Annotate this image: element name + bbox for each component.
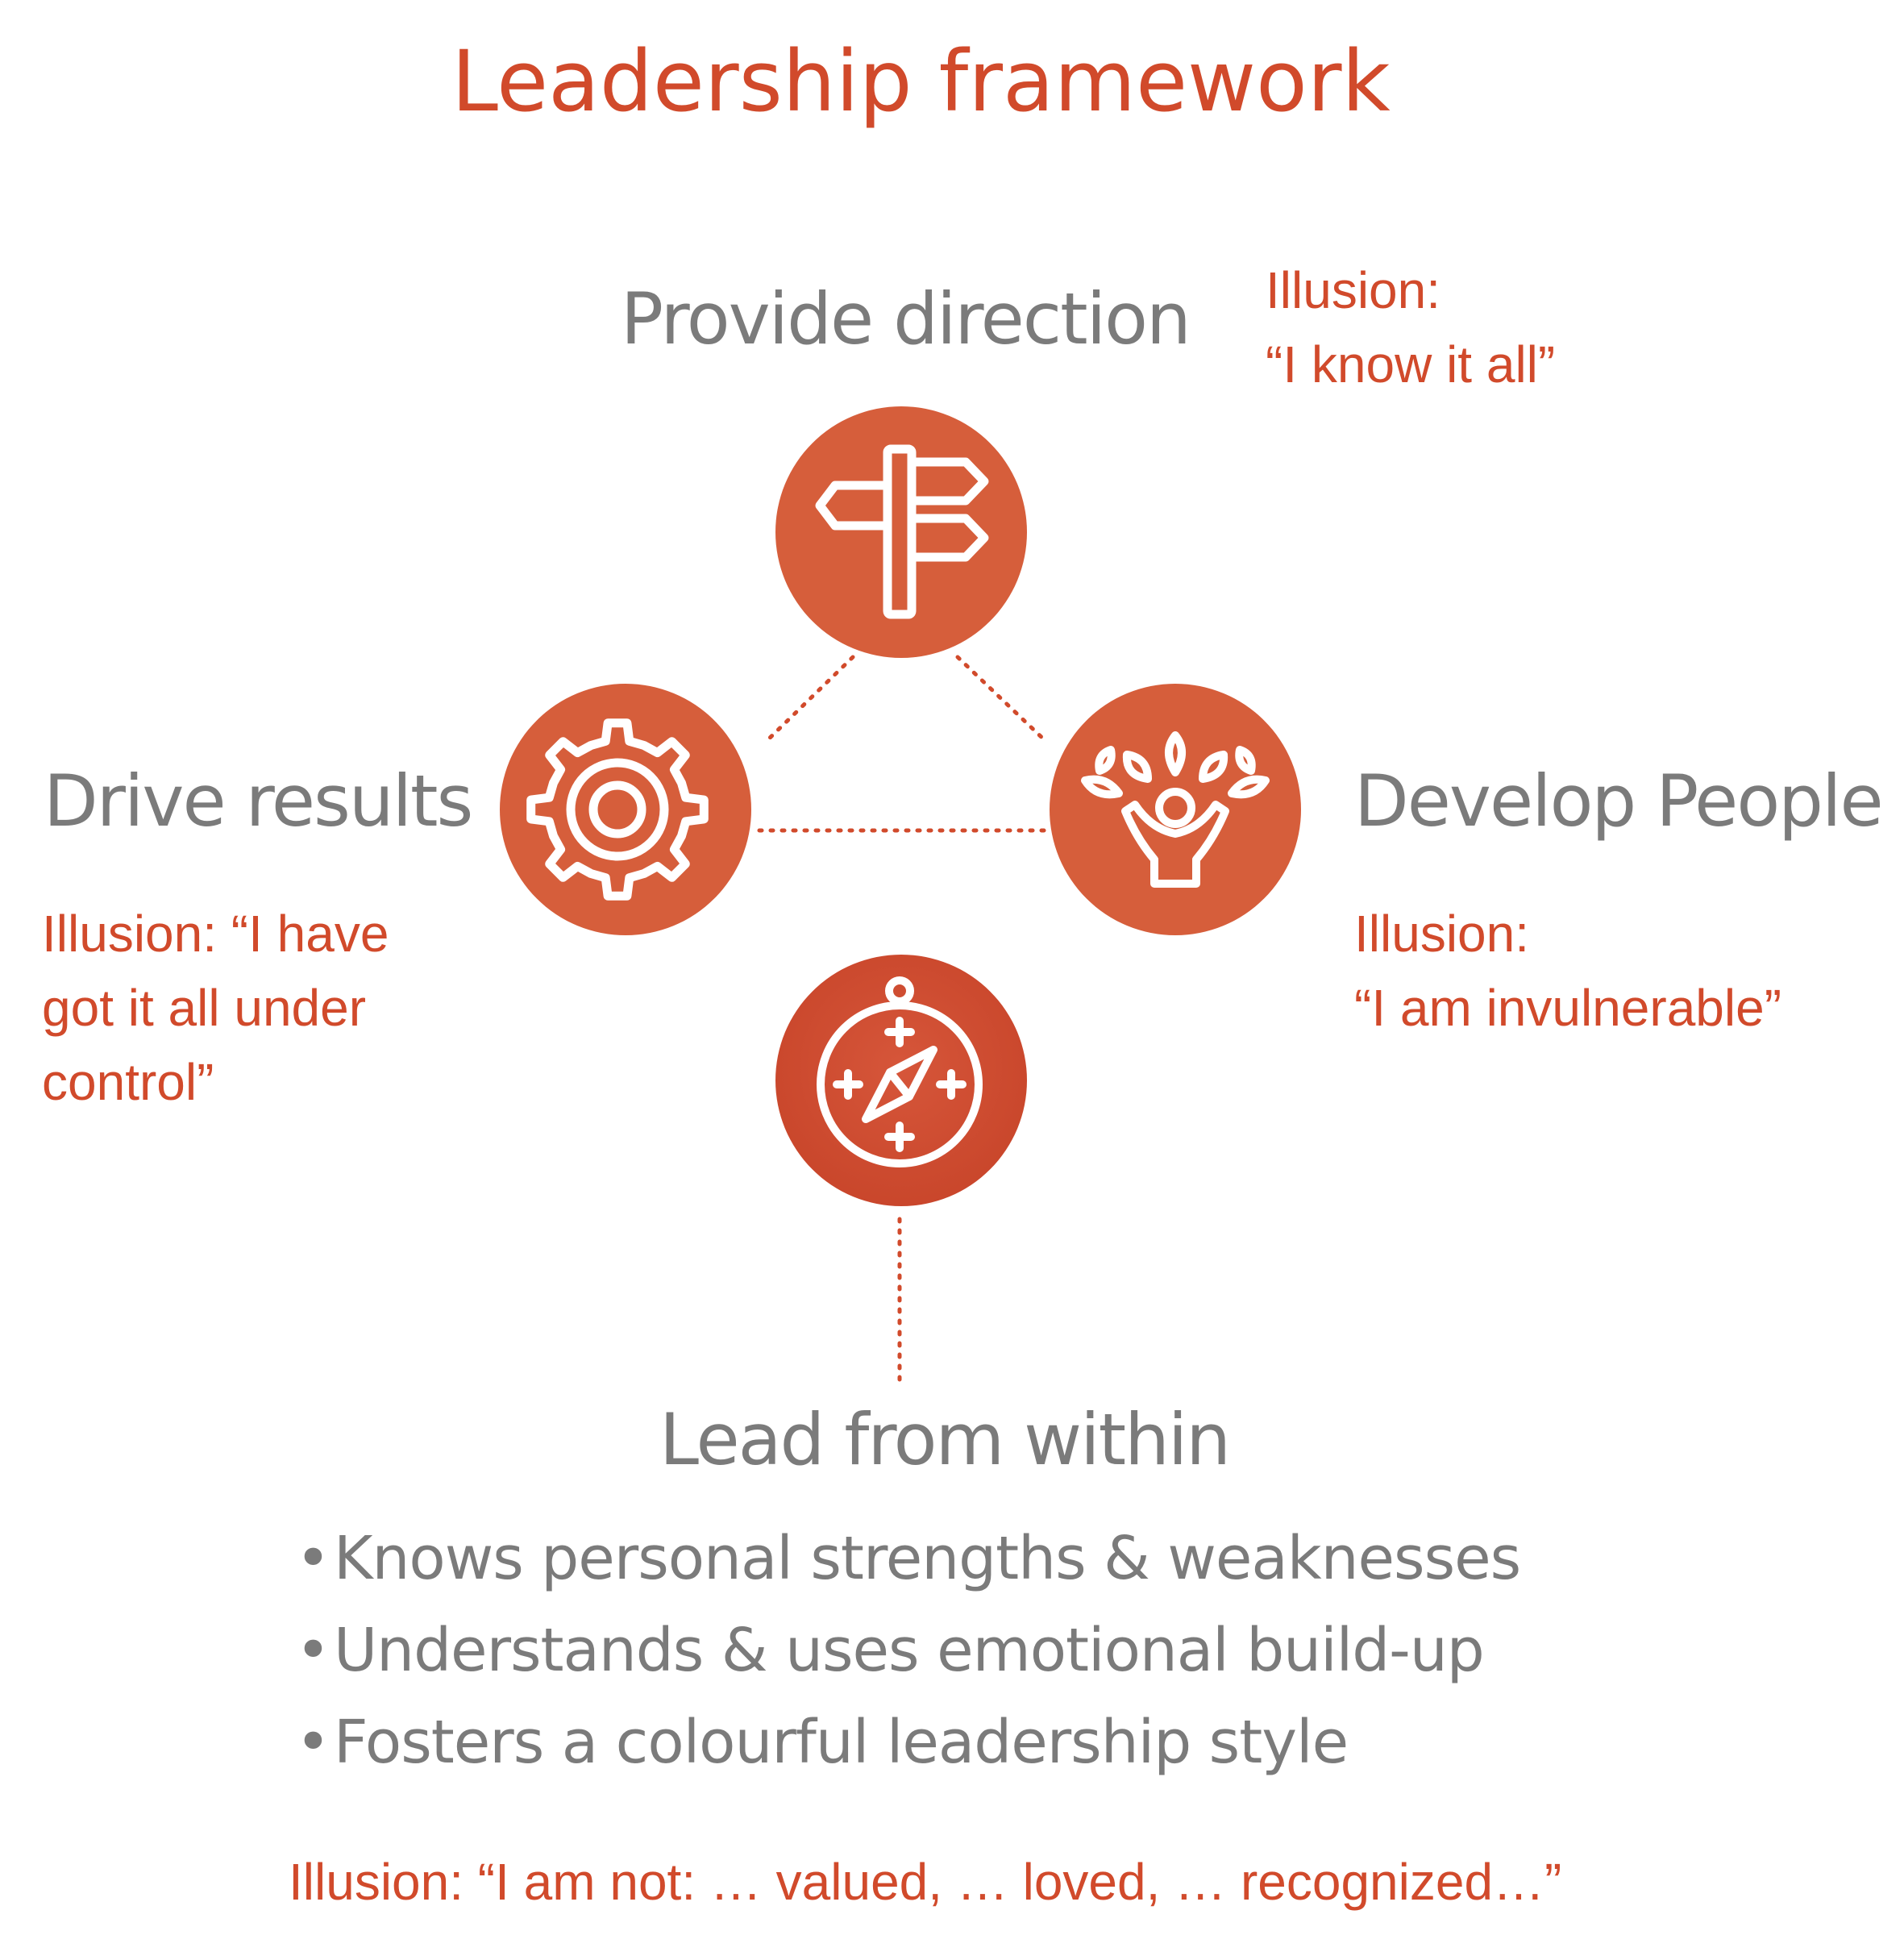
connector-direction-people [955, 655, 1049, 744]
drive-results-circle [500, 684, 751, 935]
connector-direction-results [763, 655, 855, 744]
lead-from-within-circle [775, 955, 1027, 1206]
growing-person-icon [1081, 731, 1270, 888]
drive-results-illusion: Illusion: “I have got it all under contr… [42, 905, 389, 1111]
signpost-icon [815, 444, 989, 619]
provide-direction-circle [775, 406, 1027, 658]
bullet-item: Understands & uses emotional build-up [292, 1604, 1520, 1696]
drive-results-label: Drive results [44, 760, 473, 843]
lead-from-within-bullets: Knows personal strengths & weaknesses Un… [292, 1513, 1521, 1788]
compass-icon [817, 976, 983, 1167]
develop-people-illusion: Illusion: “I am invulnerable” [1354, 905, 1781, 1037]
bullet-item: Fosters a colourful leadership style [292, 1696, 1520, 1788]
bullet-item: Knows personal strengths & weaknesses [292, 1513, 1521, 1604]
develop-people-label: Develop People [1354, 760, 1884, 843]
lead-from-within-illusion: Illusion: “I am not: … valued, … loved, … [289, 1853, 1562, 1911]
gear-icon [526, 718, 709, 901]
develop-people-circle [1050, 684, 1301, 935]
page-title: Leadership framework [451, 32, 1391, 131]
provide-direction-label: Provide direction [621, 277, 1191, 360]
provide-direction-illusion: Illusion: “I know it all” [1266, 261, 1556, 393]
lead-from-within-label: Lead from within [659, 1398, 1231, 1481]
